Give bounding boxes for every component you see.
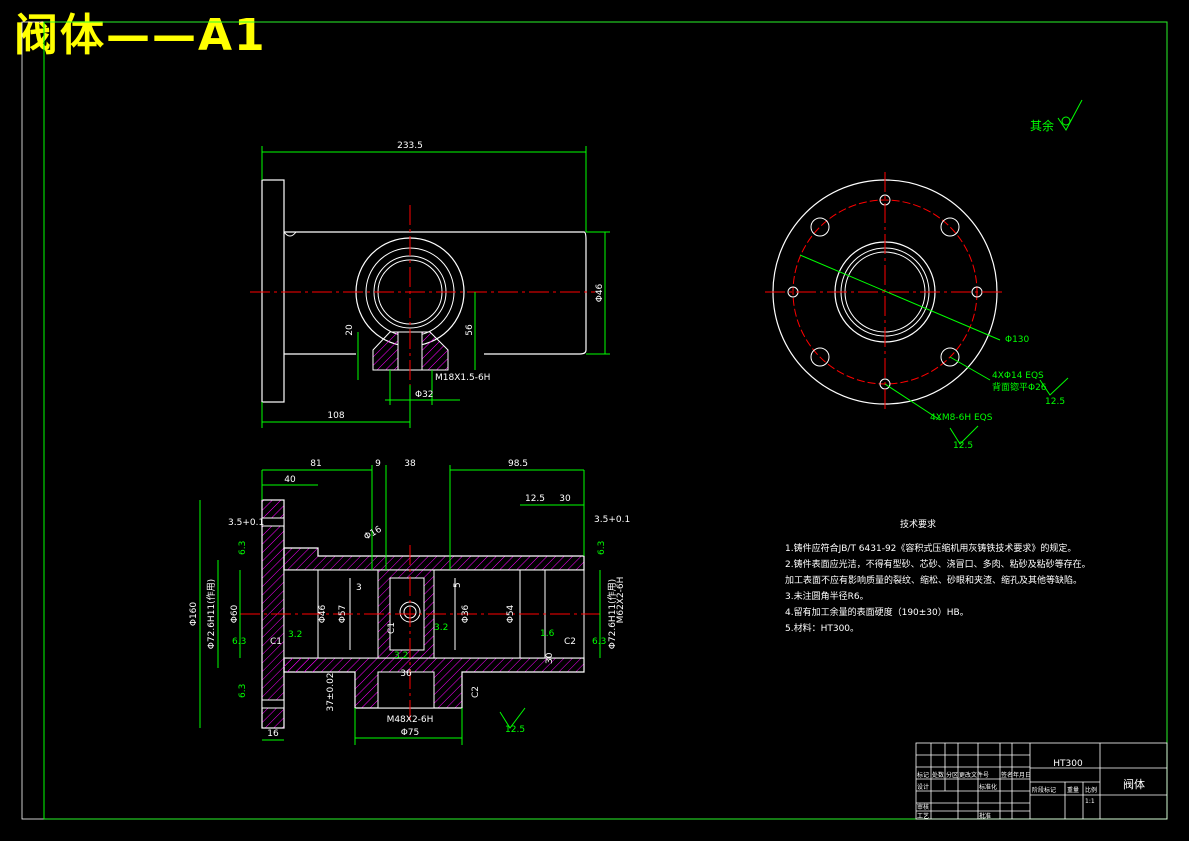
dim-thread: M18X1.5-6H bbox=[435, 373, 490, 383]
dim-40: 40 bbox=[284, 475, 296, 485]
chamfer-c2-b: C2 bbox=[471, 686, 481, 698]
dim-16: Φ16 bbox=[363, 525, 384, 543]
tech-item-5: 4.留有加工余量的表面硬度（190±30）HB。 bbox=[785, 606, 969, 618]
dim-57: Φ57 bbox=[338, 605, 348, 624]
chamfer-c1-a: C1 bbox=[270, 637, 282, 647]
dim-12-5: 12.5 bbox=[525, 494, 545, 504]
dim-boss-height: 56 bbox=[465, 324, 475, 336]
title-scale: 比例 bbox=[1085, 786, 1097, 794]
title-label-zone: 分区 bbox=[946, 771, 958, 779]
rough-6-3-d: 6.3 bbox=[597, 541, 607, 555]
dim-pcd: Φ130 bbox=[1005, 335, 1030, 345]
title-label-mark: 标记 bbox=[917, 771, 929, 779]
title-part-name: 阀体 bbox=[1123, 777, 1145, 791]
dim-left-length: 108 bbox=[327, 411, 344, 421]
title-scale-value: 1:1 bbox=[1085, 798, 1095, 805]
tech-item-6: 5.材料：HT300。 bbox=[785, 622, 859, 634]
title-standardize: 标准化 bbox=[979, 783, 997, 791]
tech-requirements: 技术要求 1.铸件应符合JB/T 6431-92《容积式压缩机用灰铸铁技术要求》… bbox=[785, 518, 1091, 634]
title-label-count: 处数 bbox=[932, 771, 944, 779]
rough-3-2-a: 3.2 bbox=[288, 630, 302, 640]
title-approve: 批准 bbox=[979, 812, 991, 820]
dim-5: 5 bbox=[453, 582, 463, 588]
rough-6-3-e: 6.3 bbox=[592, 637, 606, 647]
rough-3-2-b: 3.2 bbox=[434, 623, 448, 633]
chamfer-c2-a: C2 bbox=[564, 637, 576, 647]
title-block bbox=[915, 742, 1168, 820]
dim-72-left: Φ72.6H11(作用) bbox=[205, 579, 217, 649]
title-label-sign: 签名 bbox=[1001, 771, 1013, 779]
title-label-doc: 更改文件号 bbox=[959, 771, 989, 779]
roughness-note-text: 其余 bbox=[1030, 118, 1054, 133]
title-label-date: 年月日 bbox=[1013, 771, 1031, 779]
dim-tol-left: 3.5+0.1 bbox=[228, 518, 264, 528]
dim-30: 30 bbox=[559, 494, 571, 504]
dim-overall-length: 233.5 bbox=[397, 141, 423, 151]
dim-98-5: 98.5 bbox=[508, 459, 528, 469]
tech-item-1: 1.铸件应符合JB/T 6431-92《容积式压缩机用灰铸铁技术要求》的规定。 bbox=[785, 542, 1076, 554]
dim-tapped: 4XM8-6H EQS bbox=[930, 413, 993, 423]
dim-72-right: Φ72.6H11(作用) bbox=[606, 579, 618, 649]
rough-3-2-c: 3.2 bbox=[394, 651, 408, 661]
dim-36: Φ36 bbox=[461, 604, 471, 623]
dim-tol-right: 3.5+0.1 bbox=[594, 515, 630, 525]
rough-1-6: 1.6 bbox=[540, 629, 555, 639]
title-block-text: HT300 阀体 标记 处数 分区 更改文件号 签名 年月日 设计 标准化 审核… bbox=[917, 759, 1145, 820]
roughness-note: 其余 bbox=[1030, 99, 1083, 133]
dim-m48: M48X2-6H bbox=[387, 715, 434, 725]
tech-item-2: 2.铸件表面应光洁，不得有型砂、芯砂、浇冒口、多肉、粘砂及粘砂等存在。 bbox=[785, 558, 1091, 570]
rough-6-3-b: 6.3 bbox=[232, 637, 246, 647]
dim-160: Φ160 bbox=[189, 602, 199, 627]
dim-m62: M62X2-6H bbox=[616, 577, 626, 624]
rough-6-3-a: 6.3 bbox=[238, 541, 248, 555]
dim-36b: 36 bbox=[400, 669, 412, 679]
dim-37: 37±0.02 bbox=[326, 672, 336, 711]
rough-12-5: 12.5 bbox=[505, 725, 525, 735]
title-check: 审核 bbox=[917, 803, 929, 811]
dim-54: Φ54 bbox=[506, 604, 516, 623]
title-weight: 重量 bbox=[1067, 786, 1079, 794]
title-process: 工艺 bbox=[917, 812, 929, 820]
tech-item-3: 加工表面不应有影响质量的裂纹、缩松、砂眼和夹渣、缩孔及其他等缺陷。 bbox=[785, 574, 1082, 586]
dim-38: 38 bbox=[404, 459, 416, 469]
dim-height: Φ46 bbox=[595, 283, 605, 302]
dim-16b: 16 bbox=[267, 729, 279, 739]
title-designer: 设计 bbox=[917, 783, 929, 791]
title-material: HT300 bbox=[1053, 759, 1083, 769]
dim-46: Φ46 bbox=[318, 604, 328, 623]
dim-81: 81 bbox=[310, 459, 321, 469]
dim-30b: 30 bbox=[545, 652, 555, 664]
title-stage: 阶段标记 bbox=[1032, 786, 1056, 794]
outer-border bbox=[21, 21, 1168, 820]
top-view: 233.5 108 Φ46 56 20 M18X1.5-6H Φ32 bbox=[250, 141, 610, 428]
dim-75: Φ75 bbox=[401, 728, 420, 738]
side-view: Φ130 4XΦ14 EQS 背面锪平Φ26 12.5 4XM8-6H EQS … bbox=[765, 172, 1069, 451]
rough-6-3-c: 6.3 bbox=[238, 684, 248, 698]
dim-boss-dia: Φ32 bbox=[415, 390, 434, 400]
drawing-title: 阀体——A1 bbox=[14, 10, 267, 61]
dim-60: Φ60 bbox=[230, 604, 240, 623]
dim-9: 9 bbox=[375, 459, 381, 469]
dim-spotface: 背面锪平Φ26 bbox=[992, 381, 1047, 393]
section-view: 81 9 38 98.5 40 12.5 30 3.5+0.1 3.5+0.1 … bbox=[189, 459, 630, 745]
dim-roughness-2: 12.5 bbox=[953, 441, 973, 451]
tech-heading: 技术要求 bbox=[900, 518, 936, 530]
tech-item-4: 3.未注圆角半径R6。 bbox=[785, 590, 869, 602]
chamfer-c1-b: C1 bbox=[387, 622, 397, 634]
inner-border bbox=[43, 21, 1168, 820]
dim-small: 20 bbox=[345, 324, 355, 336]
dim-holes: 4XΦ14 EQS bbox=[992, 371, 1044, 381]
dim-roughness-1: 12.5 bbox=[1045, 397, 1065, 407]
dim-3: 3 bbox=[356, 583, 362, 593]
